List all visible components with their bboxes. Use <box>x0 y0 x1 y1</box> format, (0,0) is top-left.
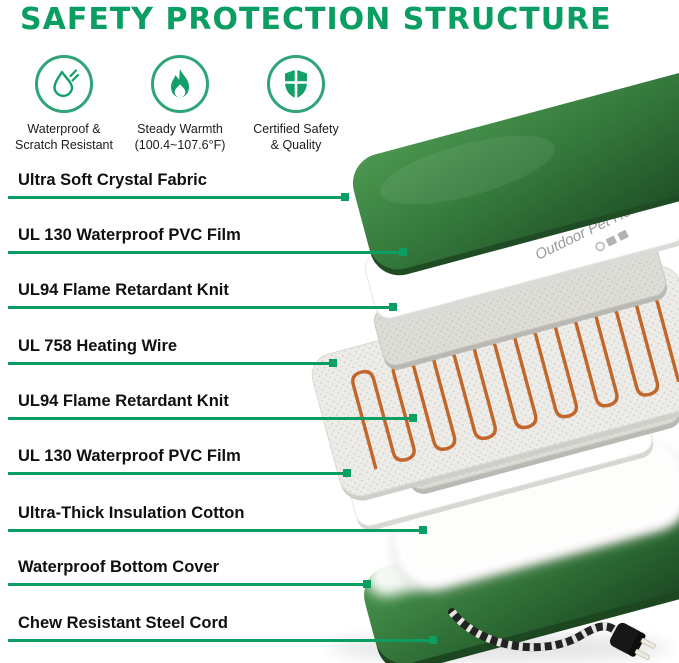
feature-item-certified: Certified Safety & Quality <box>238 55 354 153</box>
feature-item-waterproof: Waterproof & Scratch Resistant <box>6 55 122 153</box>
pointer-square <box>341 193 349 201</box>
layer-label-text: Waterproof Bottom Cover <box>18 558 220 576</box>
layer-label-text: Chew Resistant Steel Cord <box>18 614 228 632</box>
cord-braid <box>448 609 621 652</box>
layer-insulation-cotton <box>392 442 679 591</box>
layer-label-text: UL 758 Heating Wire <box>18 337 178 355</box>
pointer-square <box>389 303 397 311</box>
layer-label-text: Ultra Soft Crystal Fabric <box>18 171 207 189</box>
pointer-square <box>399 248 407 256</box>
pointer-line <box>8 580 371 588</box>
flame-icon <box>151 55 209 113</box>
pointer-line <box>8 469 351 477</box>
pointer-square <box>419 526 427 534</box>
pointer-square <box>329 359 337 367</box>
layer-label-knit-top: UL94 Flame Retardant Knit <box>8 280 397 311</box>
layer-label-text: Ultra-Thick Insulation Cotton <box>18 504 245 522</box>
layer-label-insulation-cotton: Ultra-Thick Insulation Cotton <box>8 503 427 534</box>
pointer-line <box>8 414 417 422</box>
layer-label-knit-bottom: UL94 Flame Retardant Knit <box>8 391 417 422</box>
power-cord <box>448 608 656 660</box>
page-title: SAFETY PROTECTION STRUCTURE <box>20 2 612 37</box>
pointer-line <box>8 636 437 644</box>
pointer-line <box>8 193 349 201</box>
pointer-square <box>429 636 437 644</box>
layer-label-heating-wire: UL 758 Heating Wire <box>8 336 337 367</box>
pointer-square <box>409 414 417 422</box>
feature-label: Steady Warmth (100.4~107.6°F) <box>134 122 226 152</box>
pointer-line <box>8 303 397 311</box>
feature-label: Certified Safety & Quality <box>253 122 339 152</box>
layer-label-text: UL 130 Waterproof PVC Film <box>18 226 241 244</box>
pointer-square <box>363 580 371 588</box>
layer-label-crystal-fabric: Ultra Soft Crystal Fabric <box>8 170 349 201</box>
layer-label-pvc-film-top: UL 130 Waterproof PVC Film <box>8 225 407 256</box>
feature-item-warmth: Steady Warmth (100.4~107.6°F) <box>122 55 238 153</box>
feature-row: Waterproof & Scratch Resistant Steady Wa… <box>6 55 354 153</box>
pointer-line <box>8 526 427 534</box>
certification-marks <box>595 230 629 252</box>
layer-label-text: UL94 Flame Retardant Knit <box>18 281 229 299</box>
layer-label-text: UL 130 Waterproof PVC Film <box>18 447 241 465</box>
layer-label-bottom-cover: Waterproof Bottom Cover <box>8 557 371 588</box>
shield-icon <box>267 55 325 113</box>
waterdrop-icon <box>35 55 93 113</box>
layer-label-steel-cord: Chew Resistant Steel Cord <box>8 613 437 644</box>
power-plug <box>609 622 656 660</box>
feature-label: Waterproof & Scratch Resistant <box>15 122 113 152</box>
pointer-square <box>343 469 351 477</box>
pointer-line <box>8 248 407 256</box>
layer-label-pvc-film-bottom: UL 130 Waterproof PVC Film <box>8 446 351 477</box>
layer-crystal-fabric-top <box>352 70 679 276</box>
pointer-line <box>8 359 337 367</box>
layer-label-text: UL94 Flame Retardant Knit <box>18 392 229 410</box>
